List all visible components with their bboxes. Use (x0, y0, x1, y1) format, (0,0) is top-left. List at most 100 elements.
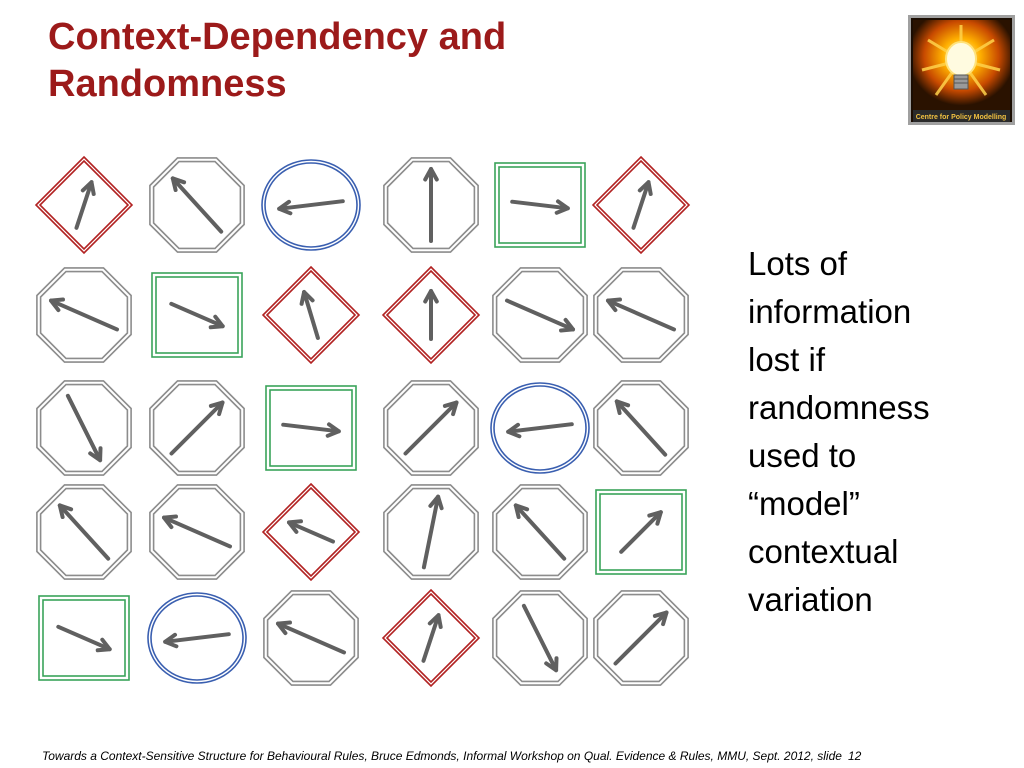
arrow-shaft (56, 624, 112, 652)
octagon-down-right-cell (492, 267, 588, 363)
body-line: randomness (748, 389, 930, 426)
arrow-head-icon (423, 167, 439, 182)
octagon-inner (39, 270, 129, 360)
arrow-head-icon (544, 656, 559, 673)
square-outer (265, 385, 357, 471)
octagon-inner (39, 383, 129, 473)
body-line: used to (748, 437, 857, 474)
diamond-outer (381, 588, 481, 688)
octagon-up-cell (383, 157, 479, 253)
circle-left-cell (261, 159, 361, 251)
octagon-down-left-cell (149, 157, 245, 253)
diamond-up-left-steep-cell (261, 265, 361, 365)
arrow-head-icon (57, 503, 74, 519)
octagon-inner (152, 487, 242, 577)
diamond-outer (591, 155, 691, 255)
arrow-shaft (169, 400, 225, 456)
square-right-cell (265, 385, 357, 471)
arrow-shaft (421, 494, 441, 570)
arrow-head-icon (442, 400, 459, 417)
circle-left-cell (147, 592, 247, 684)
octagon-outer (149, 380, 245, 476)
octagon-outer (492, 590, 588, 686)
octagon-inner (266, 593, 356, 683)
diamond-outer (261, 265, 361, 365)
arrow-shaft (276, 621, 346, 655)
octagon-outer (36, 380, 132, 476)
octagon-up-left-cell (263, 590, 359, 686)
slide-number: 12 (847, 749, 862, 763)
octagon-inner (152, 383, 242, 473)
arrow-shaft (403, 400, 459, 456)
arrow-head-icon (163, 632, 179, 649)
square-outer (494, 162, 586, 248)
diamond-inner (265, 486, 357, 578)
arrow-shaft (163, 632, 231, 644)
arrow-shaft (287, 520, 335, 544)
square-inner (269, 389, 353, 467)
arrow-shaft (606, 298, 676, 332)
diamond-inner (385, 269, 477, 361)
octagon-down-left-cell (492, 484, 588, 580)
body-line: Lots of (748, 245, 848, 282)
arrow-head-icon (325, 422, 341, 438)
arrow-head-icon (80, 180, 96, 196)
diamond-inner (385, 592, 477, 684)
octagon-inner (495, 270, 585, 360)
square-inner (599, 493, 683, 571)
octagon-outer (383, 380, 479, 476)
arrow-shaft (302, 290, 320, 340)
logo-icon: Centre for Policy Modelling (908, 15, 1015, 125)
square-inner (155, 276, 239, 354)
octagon-down-left-cell (593, 380, 689, 476)
octagon-inner (495, 593, 585, 683)
diamond-up-right-steep-cell (591, 155, 691, 255)
octagon-inner (596, 383, 686, 473)
arrow-shaft (510, 199, 570, 211)
arrow-shaft (619, 510, 663, 554)
square-down-right-cell (38, 595, 130, 681)
octagon-inner (386, 160, 476, 250)
octagon-outer (593, 267, 689, 363)
octagon-outer (593, 590, 689, 686)
arrow-shaft (513, 503, 567, 561)
octagon-outer (383, 157, 479, 253)
octagon-inner (39, 487, 129, 577)
svg-text:Centre for Policy Modelling: Centre for Policy Modelling (916, 114, 1007, 121)
octagon-outer (36, 484, 132, 580)
octagon-inner (596, 593, 686, 683)
circle-outer (147, 592, 247, 684)
octagon-up-steep-cell (383, 484, 479, 580)
arrow-head-icon (559, 317, 575, 333)
body-line: variation (748, 581, 873, 618)
diamond-up-cell (381, 265, 481, 365)
octagon-outer (263, 590, 359, 686)
arrow-head-icon (554, 199, 570, 215)
octagon-outer (149, 484, 245, 580)
slide-title-line-2: Randomness (48, 63, 287, 105)
circle-inner (493, 385, 587, 471)
body-line: lost if (748, 341, 826, 378)
body-line: information (748, 293, 912, 330)
arrow-head-icon (277, 199, 293, 216)
arrow-head-icon (637, 180, 653, 196)
square-outer (38, 595, 130, 681)
diamond-outer (261, 482, 361, 582)
square-outer (151, 272, 243, 358)
arrow-shaft (162, 515, 232, 549)
diamond-outer (34, 155, 134, 255)
octagon-up-left-cell (36, 267, 132, 363)
diamond-inner (38, 159, 130, 251)
arrow-head-icon (506, 422, 522, 439)
octagon-outer (36, 267, 132, 363)
arrow-shaft (57, 503, 111, 561)
square-right-cell (494, 162, 586, 248)
diamond-inner (595, 159, 687, 251)
circle-outer (261, 159, 361, 251)
circle-left-cell (490, 382, 590, 474)
arrow-shaft (277, 199, 345, 211)
arrow-shaft (521, 603, 559, 673)
arrow-head-icon (423, 289, 439, 304)
octagon-inner (152, 160, 242, 250)
body-line: contextual (748, 533, 899, 570)
